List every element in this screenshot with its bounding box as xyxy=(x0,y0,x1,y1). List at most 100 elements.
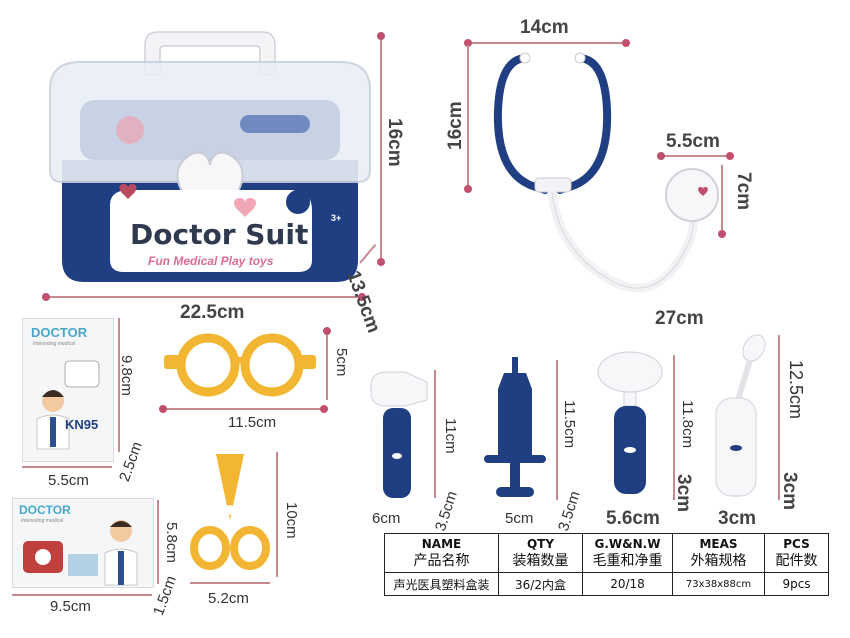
stetho-width-label: 14cm xyxy=(520,17,569,38)
box-width-label: 22.5cm xyxy=(180,302,245,323)
dim-dot xyxy=(657,152,665,160)
stethoscope-illustration xyxy=(493,52,719,293)
toy-syringe xyxy=(480,355,550,505)
hammer-width-label: 5.6cm xyxy=(606,508,660,529)
dim-dot xyxy=(42,293,50,301)
syringe-depth-label: 3.5cm xyxy=(555,489,584,534)
chest-height-label: 7cm xyxy=(733,172,754,211)
stetho-height-line xyxy=(467,45,469,190)
table-cell: 20/18 xyxy=(582,572,673,596)
table-cell: 9pcs xyxy=(764,572,829,596)
dim-dot xyxy=(377,258,385,266)
sticker-depth-label: 1.5cm xyxy=(150,573,180,618)
dim-dot xyxy=(622,39,630,47)
card-width-line xyxy=(22,466,112,468)
syringe-illustration xyxy=(484,357,546,497)
card-title: DOCTOR xyxy=(31,325,88,340)
scissors-width-label: 5.2cm xyxy=(208,590,249,607)
card-thickness-label: 2.5cm xyxy=(116,439,146,484)
brand-subtitle: Fun Medical Play toys xyxy=(148,254,274,268)
toy-box: Doctor Suit Fun Medical Play toys 3+ xyxy=(40,20,380,290)
otoscope-height-line xyxy=(434,370,436,498)
card-width-label: 5.5cm xyxy=(48,472,89,489)
chest-width-line xyxy=(660,155,730,157)
hammer-height-label: 11.8cm xyxy=(679,400,696,449)
table-cell: 36/2内盒 xyxy=(498,572,583,596)
syringe-height-label: 11.5cm xyxy=(561,400,578,449)
table-row: 声光医具塑料盒装 36/2内盒 20/18 73x38x88cm 9pcs xyxy=(384,572,829,596)
sticker-title: DOCTOR xyxy=(19,503,71,517)
glasses-height-line xyxy=(326,330,328,400)
scissors-illustration xyxy=(190,454,270,570)
mirror-width-label: 3cm xyxy=(718,508,757,529)
table-cell: 73x38x88cm xyxy=(672,572,765,596)
brand-title: Doctor Suit xyxy=(130,218,309,251)
sticker-height-label: 5.8cm xyxy=(163,522,180,563)
otoscope-height-label: 11cm xyxy=(442,418,459,454)
toy-hammer xyxy=(592,350,672,500)
dim-dot xyxy=(464,185,472,193)
dim-dot xyxy=(358,293,366,301)
toy-box-illustration xyxy=(49,31,371,282)
box-width-line xyxy=(45,296,363,298)
mirror-height-label: 12.5cm xyxy=(786,360,806,420)
dim-dot xyxy=(159,405,167,413)
card-mask-label: KN95 xyxy=(65,417,99,432)
glasses-width-label: 11.5cm xyxy=(228,414,277,431)
sticker-card: DOCTOR Interesting medical xyxy=(12,498,154,588)
tube-length-label: 27cm xyxy=(655,308,704,329)
toy-otoscope xyxy=(365,368,435,503)
stetho-height-label: 16cm xyxy=(445,101,466,150)
stetho-width-line xyxy=(467,42,627,44)
glasses-width-line xyxy=(162,408,324,410)
box-height-label: 16cm xyxy=(384,118,405,167)
sticker-subtitle: Interesting medical xyxy=(21,518,63,524)
stethoscope xyxy=(480,50,730,320)
hammer-depth-label: 3cm xyxy=(673,474,694,513)
box-height-line xyxy=(380,35,382,263)
card-subtitle: Interesting medical xyxy=(33,341,75,347)
dim-dot xyxy=(320,405,328,413)
syringe-width-label: 5cm xyxy=(505,510,534,527)
chest-width-label: 5.5cm xyxy=(666,131,720,152)
table-cell: 声光医具塑料盒装 xyxy=(384,572,499,596)
toy-mirror xyxy=(702,330,772,500)
mirror-depth-label: 3cm xyxy=(779,472,800,511)
otoscope-depth-label: 3.5cm xyxy=(432,489,461,534)
mirror-height-line xyxy=(778,335,780,500)
scissors-width-line xyxy=(190,582,270,584)
sticker-width-label: 9.5cm xyxy=(50,598,91,615)
glasses-height-label: 5cm xyxy=(333,348,350,377)
sticker-illustration xyxy=(23,520,138,586)
dim-dot xyxy=(464,39,472,47)
card-height-label: 9.8cm xyxy=(118,355,135,396)
dim-dot xyxy=(323,327,331,335)
glasses-illustration xyxy=(164,333,316,397)
otoscope-width-label: 6cm xyxy=(372,510,401,527)
toy-glasses xyxy=(160,325,320,405)
toy-scissors xyxy=(190,450,270,575)
dim-dot xyxy=(718,230,726,238)
otoscope-illustration xyxy=(370,371,428,498)
age-badge: 3+ xyxy=(331,213,342,223)
scissors-height-line xyxy=(276,452,278,577)
sticker-width-line xyxy=(12,594,152,596)
mirror-illustration xyxy=(715,334,766,497)
scissors-height-label: 10cm xyxy=(283,502,300,539)
hammer-illustration xyxy=(597,351,663,494)
chest-height-line xyxy=(721,165,723,235)
doctor-figure xyxy=(36,360,100,450)
syringe-height-line xyxy=(556,360,558,500)
card-height-line xyxy=(118,318,120,452)
hammer-height-line xyxy=(673,355,675,500)
dim-dot xyxy=(377,32,385,40)
dim-dot xyxy=(726,152,734,160)
doctor-card: DOCTOR Interesting medical KN95 xyxy=(22,318,114,462)
